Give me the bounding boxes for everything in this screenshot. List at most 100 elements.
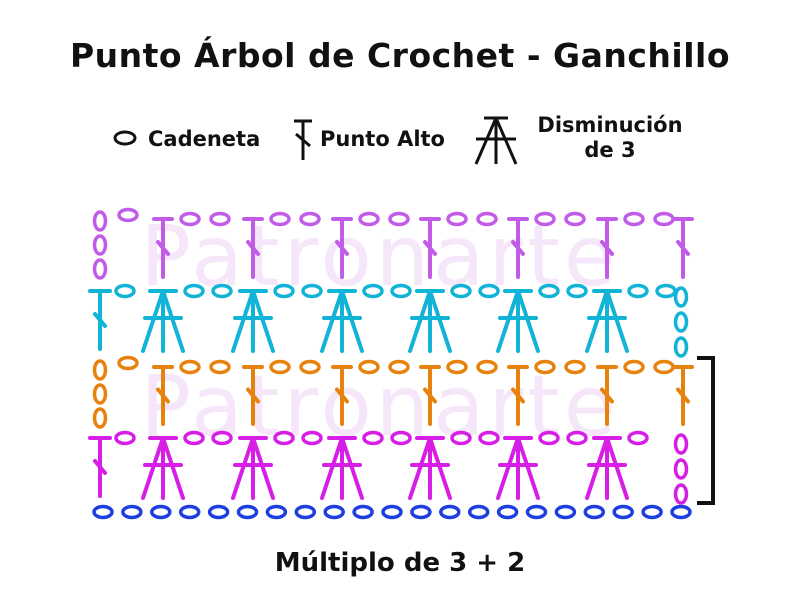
double-crochet-stitch [507,217,529,279]
chain-stitch [211,430,233,446]
chain-stitch [627,430,649,446]
turning-chain-stitch [673,458,689,480]
chain-stitch [450,430,472,446]
chain-stitch [265,504,288,520]
chain-stitch [670,504,692,520]
chain-stitch [114,283,136,299]
chain-stitch [358,211,380,227]
chain-stitch [92,504,114,520]
chain-stitch [352,504,374,520]
chain-stitch [273,430,295,446]
chain-stitch [269,359,291,375]
chain-stitch [273,283,295,299]
decrease-3-stitch [496,289,540,353]
chain-stitch [211,283,233,299]
chain-stitch [476,359,498,375]
chain-stitch [538,283,560,299]
row1-turning-dc-bar [93,459,107,475]
chain-stitch [478,430,500,446]
chain-stitch [566,430,588,446]
chain-stitch [446,359,468,375]
chain-stitch [566,283,588,299]
decrease-3-stitch [231,289,275,353]
decrease-3-stitch [320,436,364,500]
legend-decrease-label: Disminución de 3 [525,113,695,163]
decrease-3-stitch [141,289,185,353]
chain-stitch [358,359,380,375]
decrease-3-stitch [408,289,452,353]
chain-stitch [525,504,548,520]
legend-decrease-line2: de 3 [584,138,636,162]
chain-stitch [150,504,172,520]
chain-stitch [446,211,468,227]
chain-stitch [209,211,231,227]
chain-stitch [236,504,259,520]
chain-stitch [209,359,231,375]
legend-double-crochet-label: Punto Alto [320,127,445,151]
chain-stitch [299,211,321,227]
page-title: Punto Árbol de Crochet - Ganchillo [69,36,731,75]
chain-stitch [564,359,586,375]
chain-stitch [439,504,461,520]
chain-stitch [301,430,323,446]
turning-chain-stitch [673,336,689,358]
double-crochet-stitch [596,365,618,426]
chain-stitch [410,504,432,520]
turning-chain-stitch [673,483,689,505]
legend: Cadeneta Punto Alto Disminución de 3 [0,0,800,200]
decrease-3-stitch [231,436,275,500]
double-crochet-stitch [242,365,264,426]
chain-stitch [117,355,139,371]
chain-stitch [294,504,317,520]
turning-chain-stitch [92,234,108,256]
chain-stitch [121,504,143,520]
chain-stitch [476,211,498,227]
chain-stitch [362,283,384,299]
chain-stitch [612,504,634,520]
decrease-3-stitch [496,436,540,500]
double-crochet-stitch [507,365,529,426]
chain-stitch [538,430,560,446]
turning-chain-stitch [92,407,108,429]
chain-stitch [323,504,345,520]
chain-stitch [583,504,606,520]
turning-chain-stitch [673,286,689,308]
chain-stitch [207,504,230,520]
double-crochet-stitch [242,217,264,279]
chain-stitch [179,359,201,375]
decrease-3-stitch [408,436,452,500]
chain-stitch [534,359,556,375]
double-crochet-stitch [331,217,353,279]
chain-stitch [564,211,586,227]
chain-stitch [623,211,645,227]
decrease-3-icon [474,116,518,165]
chain-stitch [478,283,500,299]
double-crochet-stitch [672,217,694,279]
double-crochet-stitch [419,365,441,426]
turning-chain-stitch [92,359,108,381]
turning-chain-stitch [673,433,689,455]
turning-chain-stitch [673,311,689,333]
turning-chain-stitch [92,258,108,280]
chain-stitch [178,504,201,520]
double-crochet-stitch [672,365,694,426]
multiple-note: Múltiplo de 3 + 2 [274,548,526,578]
decrease-3-stitch [585,436,629,500]
chain-stitch [655,283,677,299]
decrease-3-stitch [141,436,185,500]
turning-chain-stitch [92,210,108,232]
decrease-3-stitch [585,289,629,353]
chain-stitch [641,504,663,520]
repeat-bracket [697,356,715,505]
chain-stitch [390,430,412,446]
decrease-3-stitch [320,289,364,353]
chain-stitch [301,283,323,299]
double-crochet-stitch [152,365,174,426]
chain-stitch [117,207,139,223]
row3-turning-dc-bar [93,312,107,328]
chain-stitch [269,211,291,227]
chain-stitch [554,504,577,520]
double-crochet-icon [294,119,312,160]
chain-stitch [381,504,403,520]
